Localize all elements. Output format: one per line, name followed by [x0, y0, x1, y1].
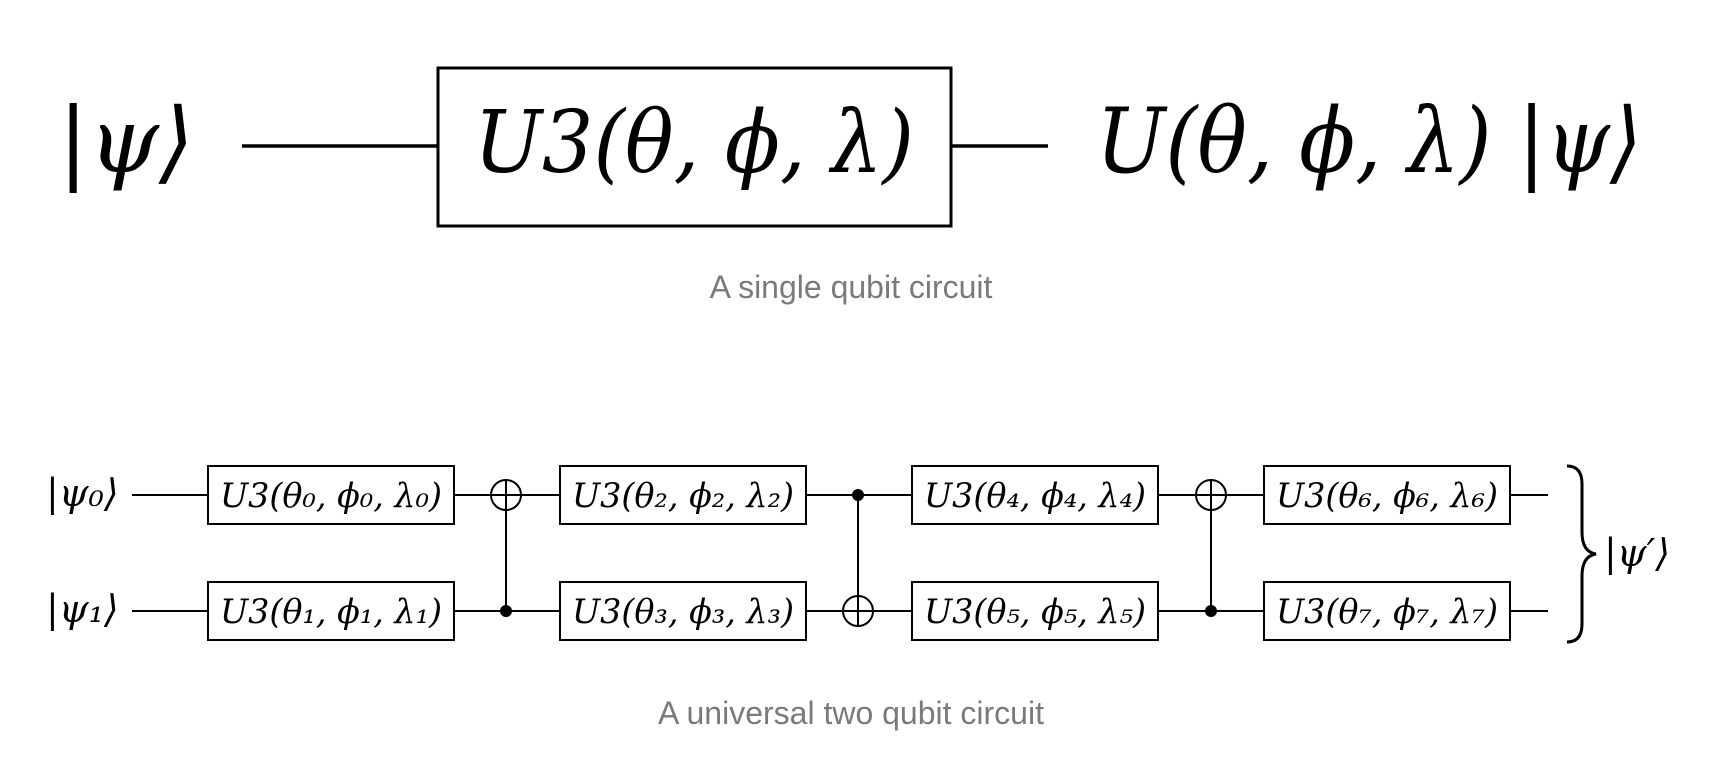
caption-two-qubit: A universal two qubit circuit — [658, 695, 1044, 731]
u3-gate-box-top-0 — [207, 465, 455, 525]
u3-gate-label-bottom-2: U3(θ₅, ϕ₅, λ₅) — [924, 592, 1146, 632]
u3-gate-box — [436, 66, 953, 228]
u3-gate-box-bottom-1 — [559, 581, 807, 641]
output-brace — [1566, 464, 1597, 644]
gate-row-bottom: U3(θ₁, ϕ₁, λ₁) U3(θ₃, ϕ₃, λ₃) U3(θ₅, ϕ₅, λ… — [207, 581, 1511, 641]
u3-gate-box-bottom-2 — [911, 581, 1159, 641]
u3-gate-label-top-0: U3(θ₀, ϕ₀, λ₀) — [220, 476, 442, 516]
u3-gate-label-bottom-1: U3(θ₃, ϕ₃, λ₃) — [572, 592, 794, 632]
cnot-control-dot-2 — [1205, 605, 1217, 617]
gate-row-top: U3(θ₀, ϕ₀, λ₀) U3(θ₂, ϕ₂, λ₂) U3(θ₄, ϕ₄, λ… — [207, 465, 1511, 525]
output-state-psi-prime: |ψ′⟩ — [1604, 531, 1670, 575]
u3-gate-box-bottom-0 — [207, 581, 455, 641]
single-qubit-circuit: |ψ⟩ U3(θ, ϕ, λ) U(θ, ϕ, λ) |ψ⟩ A single … — [58, 66, 1642, 305]
u3-gate-label-bottom-0: U3(θ₁, ϕ₁, λ₁) — [220, 592, 442, 632]
u3-gate-label-top-1: U3(θ₂, ϕ₂, λ₂) — [572, 476, 794, 516]
cnot-control-dot-0 — [500, 605, 512, 617]
input-state-psi: |ψ⟩ — [58, 89, 194, 194]
input-state-psi0: |ψ₀⟩ — [46, 471, 119, 515]
u3-gate-box-top-1 — [559, 465, 807, 525]
u3-gate-label: U3(θ, ϕ, λ) — [474, 93, 914, 193]
cnot-gates — [490, 479, 1227, 627]
output-state-expression: U(θ, ϕ, λ) |ψ⟩ — [1096, 89, 1642, 194]
cnot-control-dot-1 — [852, 489, 864, 501]
caption-single-qubit: A single qubit circuit — [710, 269, 993, 305]
u3-gate-label-top-2: U3(θ₄, ϕ₄, λ₄) — [924, 476, 1146, 516]
input-state-psi1: |ψ₁⟩ — [46, 587, 119, 631]
u3-gate-box-bottom-3 — [1263, 581, 1511, 641]
u3-gate-label-top-3: U3(θ₆, ϕ₆, λ₆) — [1276, 476, 1498, 516]
u3-gate-box-top-2 — [911, 465, 1159, 525]
two-qubit-circuit: |ψ₀⟩ |ψ₁⟩ U3(θ₀, ϕ₀, λ₀)U3(θ₂, ϕ₂, λ₂)U3… — [46, 464, 1670, 731]
u3-gate-label-bottom-3: U3(θ₇, ϕ₇, λ₇) — [1276, 592, 1498, 632]
u3-gate-box-top-3 — [1263, 465, 1511, 525]
